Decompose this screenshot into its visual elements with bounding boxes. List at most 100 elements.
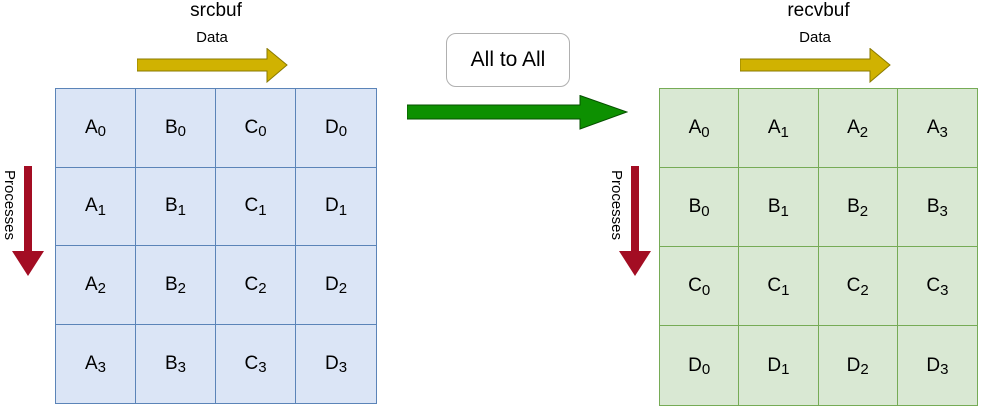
srcbuf-data-label: Data	[196, 29, 228, 46]
cell-letter: B	[164, 116, 178, 138]
cell-subscript: 2	[859, 123, 869, 141]
cell-letter: D	[688, 354, 702, 376]
cell-letter: A	[84, 352, 98, 374]
cell-letter: A	[688, 117, 702, 138]
cell-subscript: 3	[940, 361, 949, 378]
cell-letter: D	[324, 352, 339, 374]
cell-letter: A	[84, 195, 98, 217]
cell-letter: B	[847, 196, 860, 217]
cell-subscript: 1	[780, 202, 789, 220]
cell-subscript: 3	[97, 359, 107, 377]
all-to-all-arrow-right-icon	[407, 95, 628, 130]
cell-subscript: 1	[258, 201, 267, 219]
cell-subscript: 0	[701, 202, 710, 220]
operation-box: All to All	[446, 33, 570, 87]
cell-letter: A	[767, 117, 781, 138]
cell-letter: C	[244, 352, 259, 374]
cell-subscript: 1	[97, 201, 107, 219]
cell-letter: B	[164, 273, 178, 295]
cell-letter: B	[164, 352, 178, 374]
cell-letter: D	[324, 116, 339, 138]
cell-subscript: 1	[781, 361, 790, 378]
cell-subscript: 1	[780, 123, 789, 141]
cell-subscript: 3	[939, 123, 948, 141]
cell-subscript: 0	[701, 123, 710, 141]
cell-letter: C	[244, 195, 259, 217]
recvbuf-processes-arrow-down-icon	[619, 166, 651, 276]
cell-subscript: 2	[860, 281, 869, 299]
cell-letter: D	[324, 195, 339, 217]
cell-subscript: 0	[701, 361, 711, 378]
cell-letter: B	[926, 196, 940, 217]
cell-subscript: 3	[338, 359, 348, 377]
cell-subscript: 0	[258, 123, 267, 141]
cell-letter: C	[688, 275, 702, 296]
cell-subscript: 3	[939, 202, 948, 220]
cell-subscript: 0	[177, 123, 187, 141]
cell-letter: A	[926, 117, 940, 138]
cell-letter: D	[846, 354, 861, 376]
cell-letter: D	[926, 354, 941, 376]
cell-subscript: 1	[177, 201, 187, 219]
cell-subscript: 0	[97, 123, 107, 141]
cell-subscript: 1	[338, 201, 348, 219]
cell-letter: A	[847, 117, 860, 138]
cell-letter: C	[244, 273, 259, 295]
cell-subscript: 3	[940, 281, 949, 299]
cell-letter: A	[84, 273, 98, 295]
cell-subscript: 2	[860, 361, 869, 378]
operation-label: All to All	[470, 48, 546, 71]
cell-letter: B	[767, 196, 781, 217]
cell-letter: C	[926, 275, 941, 296]
cell-letter: B	[164, 195, 178, 217]
cell-letter: B	[688, 196, 702, 217]
cell-letter: D	[767, 354, 782, 376]
recvbuf-data-label: Data	[799, 29, 831, 46]
cell-subscript: 0	[701, 281, 711, 299]
cell-subscript: 2	[338, 280, 348, 298]
cell-subscript: 2	[177, 280, 187, 298]
recvbuf-title: recvbuf	[787, 0, 850, 21]
recvbuf-data-arrow-right-icon	[740, 48, 891, 83]
cell-letter: C	[244, 116, 259, 138]
cell-letter: C	[767, 275, 782, 296]
cell-letter: D	[324, 273, 339, 295]
cell-subscript: 3	[177, 359, 187, 377]
cell-subscript: 2	[859, 202, 869, 220]
cell-letter: C	[846, 275, 861, 296]
cell-subscript: 1	[781, 281, 790, 299]
cell-letter: A	[84, 116, 98, 138]
srcbuf-processes-arrow-down-icon	[12, 166, 44, 276]
